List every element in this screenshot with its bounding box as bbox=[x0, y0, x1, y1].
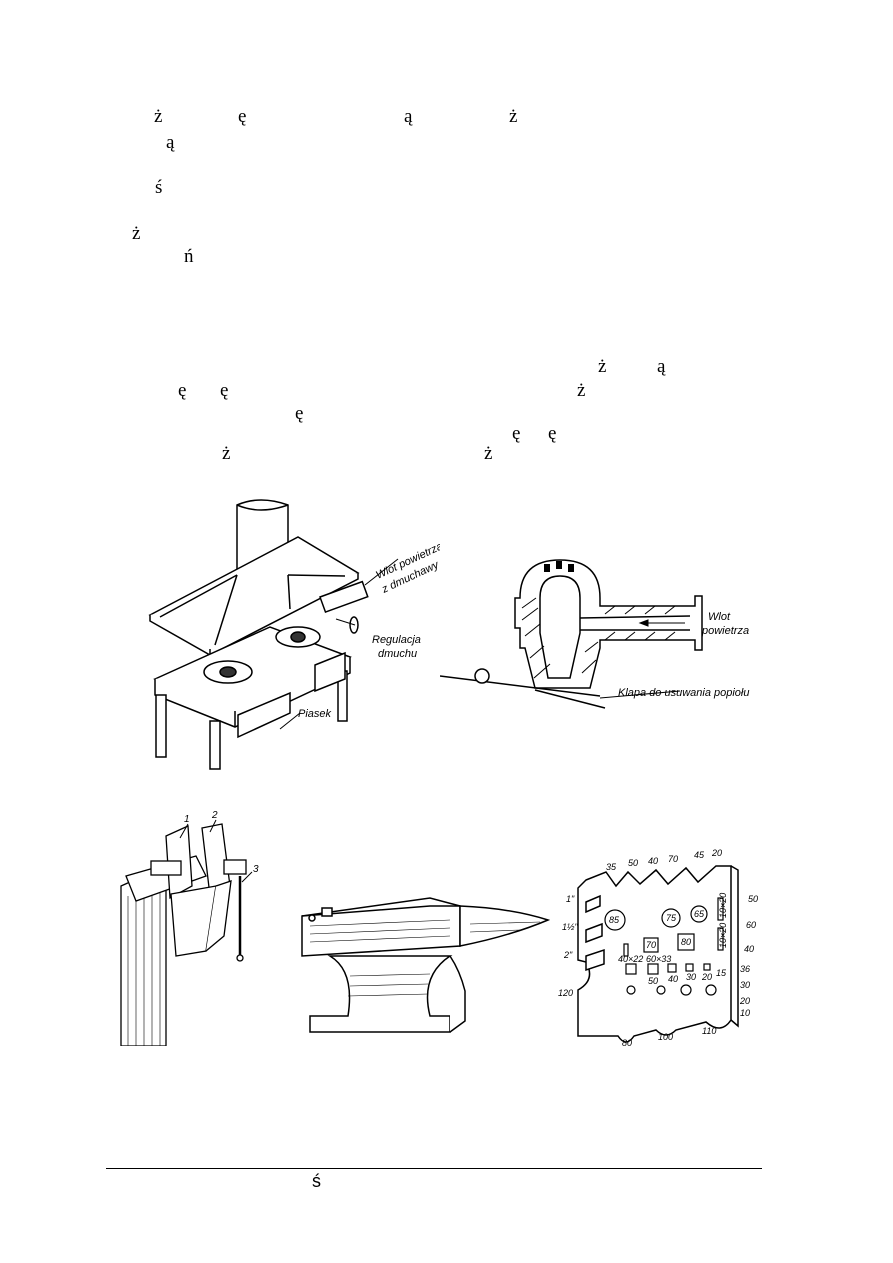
vise-callout: 3 bbox=[253, 864, 259, 875]
text-glyph: ę bbox=[220, 380, 229, 401]
hearth-label: Wlot bbox=[708, 611, 731, 623]
swage-label: 10 bbox=[740, 1008, 750, 1018]
swage-label: 20 bbox=[711, 848, 722, 858]
swage-label: 1½" bbox=[562, 922, 579, 932]
forge-illustration: Wlot powietrza z dmuchawy Regulacja dmuc… bbox=[140, 497, 440, 773]
text-glyph: ę bbox=[512, 423, 521, 444]
forge-label: Regulacja bbox=[372, 634, 421, 646]
swage-label: 15 bbox=[716, 968, 727, 978]
swage-label: 36 bbox=[740, 964, 750, 974]
hearth-section-illustration: Wlot powietrza Klapa do usuwania popiołu bbox=[440, 548, 770, 718]
swage-label: 40×22 bbox=[618, 954, 643, 964]
swage-label: 60×33 bbox=[646, 954, 671, 964]
swage-label: 40 bbox=[744, 944, 754, 954]
swage-label: 40 bbox=[648, 856, 658, 866]
text-glyph: ż bbox=[222, 443, 231, 464]
swage-label: 65 bbox=[694, 909, 705, 919]
text-glyph: ę bbox=[295, 403, 304, 424]
swage-label: 45 bbox=[694, 850, 705, 860]
text-glyph: ż bbox=[509, 106, 518, 127]
text-glyph: ę bbox=[548, 423, 557, 444]
swage-label: 120 bbox=[558, 988, 573, 998]
swage-block-illustration: 35 50 40 70 45 20 50 60 40 36 30 20 10 1… bbox=[556, 840, 776, 1048]
swage-label: 70 bbox=[646, 940, 656, 950]
text-glyph: ż bbox=[132, 223, 141, 244]
vise-callout: 1 bbox=[184, 814, 190, 825]
swage-label: 1" bbox=[566, 894, 575, 904]
hearth-label: Klapa do usuwania popiołu bbox=[618, 687, 750, 699]
swage-label: 30 bbox=[740, 980, 750, 990]
vise-callout: 2 bbox=[211, 810, 218, 821]
anvil-illustration bbox=[300, 896, 550, 1044]
text-glyph: ż bbox=[598, 356, 607, 377]
swage-label: 50 bbox=[648, 976, 658, 986]
swage-label: 10×20 bbox=[718, 893, 728, 918]
swage-label: 80 bbox=[681, 937, 691, 947]
swage-label: 10×20 bbox=[718, 923, 728, 948]
text-glyph: ż bbox=[484, 443, 493, 464]
text-glyph: ę bbox=[178, 380, 187, 401]
text-glyph: ę bbox=[238, 106, 247, 127]
text-glyph: ą bbox=[657, 356, 666, 377]
swage-label: 110 bbox=[702, 1026, 716, 1036]
swage-label: 2" bbox=[563, 950, 573, 960]
forge-label: dmuchu bbox=[378, 648, 417, 660]
swage-label: 100 bbox=[658, 1032, 673, 1042]
footer-rule bbox=[106, 1168, 762, 1169]
text-glyph: ż bbox=[154, 106, 163, 127]
swage-label: 80 bbox=[622, 1038, 632, 1048]
forge-label: Piasek bbox=[298, 708, 332, 720]
swage-label: 35 bbox=[606, 862, 617, 872]
text-glyph: ą bbox=[166, 132, 175, 153]
swage-label: 70 bbox=[668, 854, 678, 864]
swage-label: 50 bbox=[748, 894, 758, 904]
vise-illustration: 1 2 3 bbox=[106, 806, 268, 1046]
swage-label: 50 bbox=[628, 858, 638, 868]
swage-label: 85 bbox=[609, 915, 620, 925]
swage-label: 60 bbox=[746, 920, 756, 930]
text-glyph: ą bbox=[404, 106, 413, 127]
text-glyph: ż bbox=[577, 380, 586, 401]
swage-label: 40 bbox=[668, 974, 678, 984]
swage-label: 30 bbox=[686, 972, 696, 982]
text-glyph: ń bbox=[184, 246, 194, 267]
footer-glyph: ś bbox=[312, 1171, 321, 1191]
hearth-label: powietrza bbox=[701, 625, 749, 637]
text-glyph: ś bbox=[155, 177, 163, 198]
swage-label: 20 bbox=[739, 996, 750, 1006]
swage-label: 20 bbox=[701, 972, 712, 982]
swage-label: 75 bbox=[666, 913, 677, 923]
